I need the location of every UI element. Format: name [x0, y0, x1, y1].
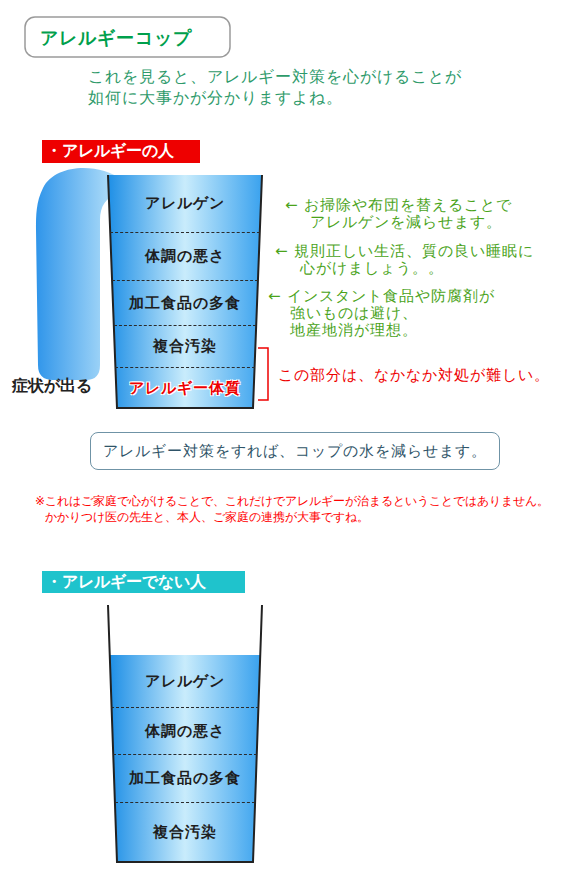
node-label: アレルギー対策をすれば、コップの水を減らせます。 — [103, 442, 487, 461]
tip-note: ← インスタント食品や防腐剤が 強いものは避け、地産地消が理想。 — [268, 288, 543, 339]
cup-water — [110, 655, 261, 862]
cup-layer: 体調の悪さ — [113, 708, 257, 755]
node-label: 加工食品の多食 — [129, 769, 241, 788]
node-label: 体調の悪さ — [145, 722, 225, 741]
cup-outline — [108, 605, 262, 862]
node-label: 加工食品の多食 — [129, 294, 241, 313]
section-band: ・アレルギーの人 — [42, 140, 200, 163]
warning-text: この部分は、なかなか対処が難しい。 — [278, 366, 550, 385]
bracket — [258, 348, 268, 400]
cup-layer: 複合汚染 — [117, 803, 253, 862]
cup-layer: アレルギー体質 — [117, 368, 253, 408]
node-label: ・アレルギーでない人 — [46, 572, 206, 593]
node-label: 体調の悪さ — [145, 247, 225, 266]
title-frame — [25, 17, 230, 57]
node-label: アレルゲン — [145, 194, 225, 213]
intro-text: これを見ると、アレルギー対策を心がけることが 如何に大事かが分かりますよね。 — [88, 66, 488, 108]
cup-water — [108, 175, 262, 408]
cup-outline — [108, 175, 262, 408]
overflow-label: 症状が出る — [12, 376, 92, 397]
node-label: アレルギー体質 — [129, 379, 241, 398]
cup-layer: 複合汚染 — [115, 326, 255, 368]
cup-layer: アレルゲン — [111, 655, 259, 708]
cup-layer: 加工食品の多食 — [114, 281, 256, 326]
diagram-title: アレルギーコップ — [40, 26, 192, 50]
node-label: ・アレルギーの人 — [46, 141, 174, 162]
footnote: ※これはご家庭で心がけることで、これだけでアレルギーが治まるということではありま… — [35, 493, 575, 525]
cup-layer: アレルゲン — [110, 175, 260, 233]
node-label: アレルゲン — [145, 672, 225, 691]
tip-note: ← お掃除や布団を替えることで アレルゲンを減らせます。 — [285, 197, 547, 231]
section-band: ・アレルギーでない人 — [42, 571, 245, 593]
cup-layer: 加工食品の多食 — [115, 755, 255, 803]
cup-layer: 体調の悪さ — [112, 233, 258, 281]
node-label: 複合汚染 — [153, 823, 217, 842]
message-box: アレルギー対策をすれば、コップの水を減らせます。 — [90, 432, 500, 470]
node-label: 複合汚染 — [153, 337, 217, 356]
tip-note: ← 規則正しい生活、質の良い睡眠に 心がけましょう。。 — [275, 243, 565, 277]
